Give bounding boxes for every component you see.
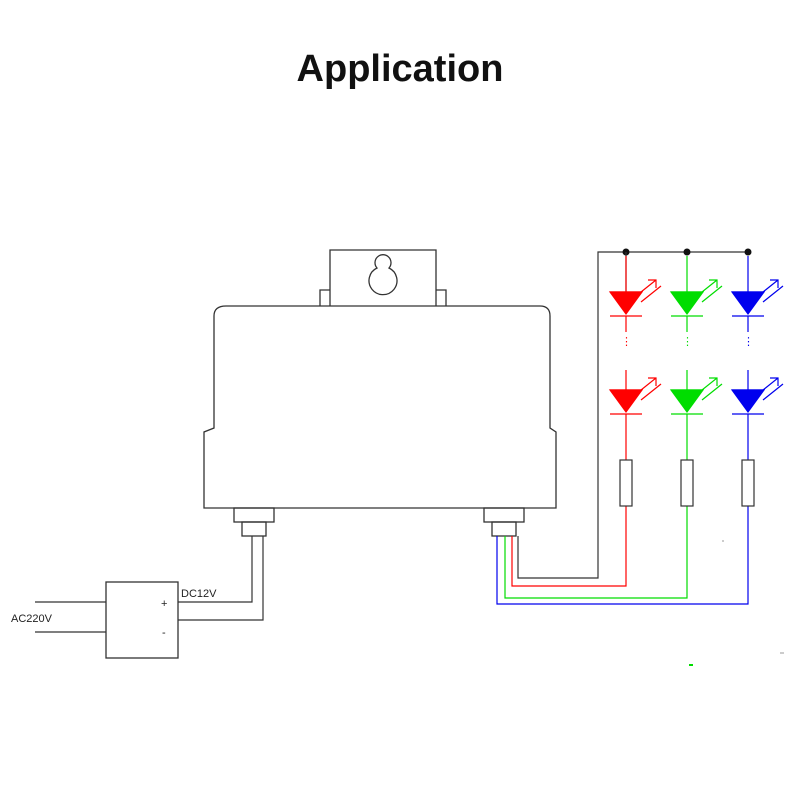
led-column-red: ⋮ — [608, 252, 662, 507]
output-wires — [496, 251, 750, 605]
red-wire — [511, 506, 627, 587]
svg-text:⋮: ⋮ — [621, 335, 632, 348]
ac-input-label: AC220V — [11, 613, 53, 625]
dc-output-label: DC12V — [181, 588, 217, 600]
svg-text:⋮: ⋮ — [743, 335, 754, 348]
blue-wire — [496, 506, 749, 605]
output-connector — [483, 507, 525, 523]
controller-body — [203, 305, 557, 509]
led-column-blue: ⋮ — [730, 256, 784, 507]
plus-label: + — [161, 598, 167, 610]
green-wire — [504, 506, 688, 599]
power-connector — [233, 507, 275, 523]
led-column-green: ⋮ — [669, 256, 723, 507]
svg-text:⋮: ⋮ — [682, 335, 693, 348]
page-title: Application — [296, 48, 504, 90]
keyhole-icon — [368, 254, 398, 296]
minus-label: - — [162, 627, 166, 639]
mounting-bracket — [329, 249, 437, 306]
common-wire — [517, 251, 750, 579]
dc-power-wires — [178, 536, 264, 621]
power-supply: AC220V DC12V + - — [11, 581, 217, 659]
controller-unit — [203, 249, 557, 537]
specks — [689, 540, 784, 666]
